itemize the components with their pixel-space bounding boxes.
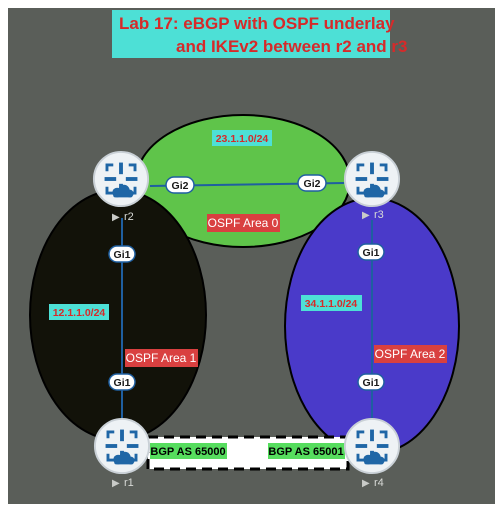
router-r3-name: r3 — [374, 209, 384, 221]
iface-r1-gi1-label: Gi1 — [114, 377, 131, 389]
iface-r2-gi2[interactable]: Gi2 — [165, 176, 195, 194]
router-icon — [343, 150, 401, 208]
bgp-as-right-label: BGP AS 65001 — [268, 446, 343, 458]
router-r3[interactable]: ▶ r3 — [343, 150, 401, 221]
router-r1-name: r1 — [124, 477, 134, 489]
subnet-tag-r3-r4 — [301, 295, 362, 311]
iface-r4-gi1-label: Gi1 — [363, 377, 380, 389]
router-icon — [92, 150, 150, 208]
title-line-2: and IKEv2 between r2 and r3 — [176, 37, 407, 56]
area-0-label: OSPF Area 0 — [208, 216, 279, 230]
area-0-tag — [207, 214, 280, 232]
iface-r2-gi1[interactable]: Gi1 — [108, 245, 136, 263]
iface-r3-gi1[interactable]: Gi1 — [357, 243, 385, 261]
iface-r3-gi2[interactable]: Gi2 — [297, 174, 327, 192]
play-icon: ▶ — [362, 478, 370, 489]
iface-r3-gi1-label: Gi1 — [363, 247, 380, 259]
iface-r2-gi1-label: Gi1 — [114, 249, 131, 261]
subnet-label-r1-r2: 12.1.1.0/24 — [53, 307, 106, 319]
subnet-tag-r2-r3 — [212, 130, 272, 146]
play-icon: ▶ — [112, 212, 120, 223]
title-box — [112, 10, 390, 58]
iface-r1-gi1[interactable]: Gi1 — [108, 373, 136, 391]
router-r1[interactable]: ▶ r1 — [93, 417, 151, 489]
play-icon: ▶ — [362, 210, 370, 221]
subnet-tag-r1-r2 — [49, 304, 109, 320]
router-r4[interactable]: ▶ r4 — [343, 417, 401, 489]
title-line-1: Lab 17: eBGP with OSPF underlay — [119, 14, 395, 33]
router-r2-name: r2 — [124, 211, 134, 223]
area-2-tag — [374, 345, 447, 363]
router-icon — [93, 417, 151, 475]
iface-r4-gi1[interactable]: Gi1 — [357, 373, 385, 391]
subnet-label-r2-r3: 23.1.1.0/24 — [216, 133, 269, 145]
area-1-label: OSPF Area 1 — [126, 351, 197, 365]
iface-r2-gi2-label: Gi2 — [172, 180, 189, 192]
bgp-as-left-tag — [150, 443, 227, 459]
router-icon — [343, 417, 401, 475]
iface-r3-gi2-label: Gi2 — [304, 178, 321, 190]
area-1-tag — [125, 349, 198, 367]
router-r2[interactable]: ▶ r2 — [92, 150, 150, 223]
bgp-as-right-tag — [268, 443, 345, 459]
play-icon: ▶ — [112, 478, 120, 489]
router-r4-name: r4 — [374, 477, 384, 489]
subnet-label-r3-r4: 34.1.1.0/24 — [305, 298, 358, 310]
area-2-label: OSPF Area 2 — [375, 347, 446, 361]
bgp-as-left-label: BGP AS 65000 — [150, 446, 225, 458]
